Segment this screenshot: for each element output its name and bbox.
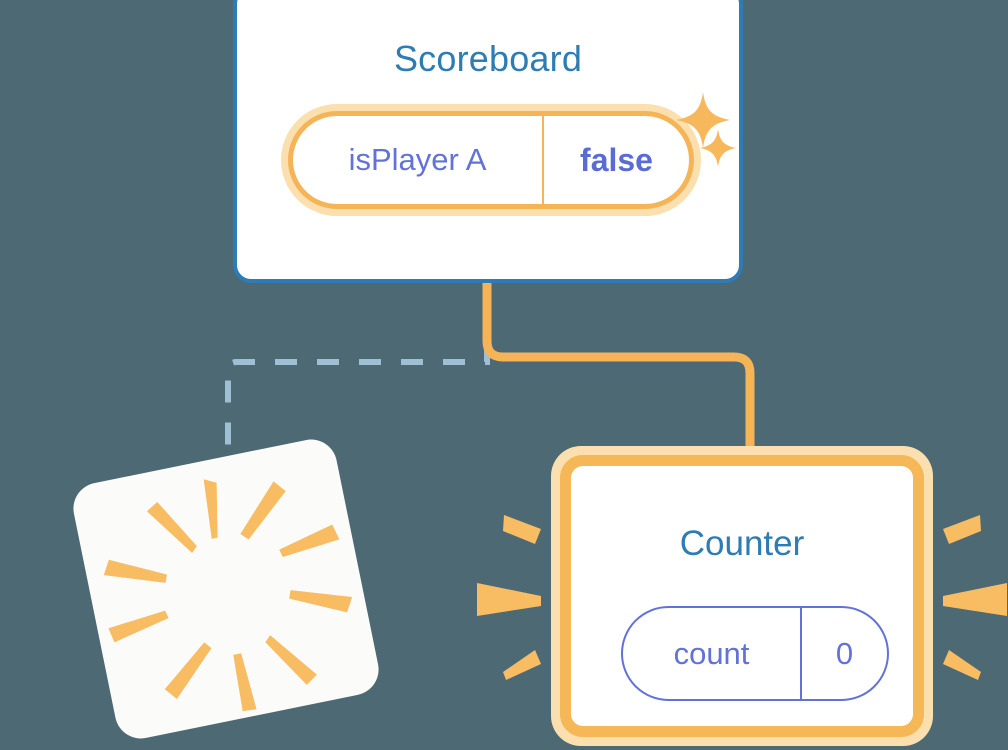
connector-scoreboard-to-ghost-card: [225, 300, 490, 548]
scoreboard-pill-highlight-halo: [281, 104, 701, 216]
connector-scoreboard-to-counter: [482, 281, 755, 470]
sparkle-star-large-icon: [676, 92, 730, 148]
counter-pill-key: count: [673, 635, 750, 671]
counter-pill-value: 0: [835, 635, 854, 671]
scoreboard-card[interactable]: Scoreboard isPlayer A false: [233, 0, 743, 283]
scoreboard-pill-value: false: [580, 141, 653, 178]
counter-card-inner: Counter count 0: [560, 455, 924, 737]
counter-pill-divider: [800, 608, 802, 699]
scoreboard-pill-body[interactable]: isPlayer A false: [288, 111, 694, 209]
counter-state-pill[interactable]: count 0: [621, 606, 889, 701]
scoreboard-state-pill[interactable]: isPlayer A false: [281, 104, 701, 216]
scoreboard-pill-key: isPlayer A: [348, 142, 487, 177]
sparkle-star-small-icon: [700, 129, 736, 167]
ghost-card[interactable]: [68, 434, 384, 744]
counter-card[interactable]: Counter count 0: [551, 446, 933, 746]
scoreboard-pill-divider: [542, 116, 544, 204]
scoreboard-title: Scoreboard: [393, 38, 583, 79]
counter-title: Counter: [679, 524, 805, 563]
